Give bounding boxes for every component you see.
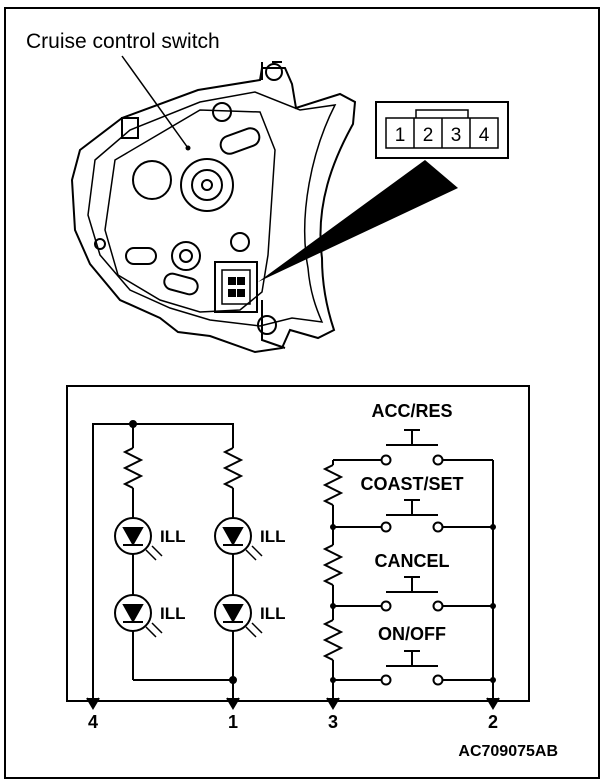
caption-leader-dot xyxy=(185,145,191,151)
led-label: ILL xyxy=(160,527,186,546)
switch-label-cancel: CANCEL xyxy=(375,551,450,571)
pin-label-3: 3 xyxy=(451,125,462,146)
terminal-label-1: 1 xyxy=(228,712,238,732)
led-diode-symbols xyxy=(122,527,244,624)
switch-label-acc-res: ACC/RES xyxy=(371,401,452,421)
led-label: ILL xyxy=(260,604,286,623)
terminal-arrows xyxy=(86,692,500,710)
terminal-label-4: 4 xyxy=(88,712,98,732)
connector-pinout: 1 2 3 4 xyxy=(375,101,509,159)
switch-ladder xyxy=(322,429,494,700)
led-label: ILL xyxy=(260,527,286,546)
pin-label-4: 4 xyxy=(479,125,490,146)
switch-housing-illustration xyxy=(70,61,357,354)
switch-caption: Cruise control switch xyxy=(26,30,220,53)
caption-leader-line xyxy=(121,55,189,149)
pin-label-1: 1 xyxy=(395,125,406,146)
zoom-pointer xyxy=(258,160,458,282)
switch-label-coast-set: COAST/SET xyxy=(360,474,463,494)
led-label: ILL xyxy=(160,604,186,623)
figure-code: AC709075AB xyxy=(458,743,558,760)
schematic-box xyxy=(66,385,530,702)
terminal-label-3: 3 xyxy=(328,712,338,732)
pin-label-2: 2 xyxy=(423,125,434,146)
switch-label-on-off: ON/OFF xyxy=(378,624,446,644)
terminal-label-2: 2 xyxy=(488,712,498,732)
connector-on-housing xyxy=(214,261,258,313)
figure-frame xyxy=(4,7,600,779)
led-network xyxy=(92,420,263,700)
junction-dots xyxy=(330,524,496,683)
